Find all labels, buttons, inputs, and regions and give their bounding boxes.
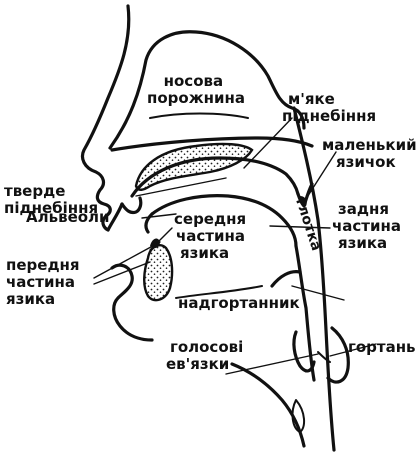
label-soft-palate: м'яке піднебіння [282, 90, 376, 125]
label-uvula: маленький язичок [322, 136, 420, 171]
leader-soft-palate [244, 118, 292, 168]
leader-epiglottis [292, 286, 344, 300]
label-larynx: гортань [348, 338, 416, 356]
epiglottis-flap [272, 272, 300, 286]
label-middle-of-tongue: середня частина язика [174, 210, 251, 262]
head-profile-outline [83, 6, 129, 230]
label-front-of-tongue: передня частина язика [6, 256, 85, 308]
hard-palate-bone [136, 144, 252, 190]
leader-alveoli [142, 214, 176, 218]
label-alveoli: Альвеоли [26, 208, 110, 226]
nasal-conchae [150, 114, 248, 119]
label-nasal-cavity: носова порожнина [147, 72, 245, 107]
lower-incisors [144, 245, 172, 300]
upper-teeth [122, 198, 141, 213]
label-back-of-tongue: задня частина язика [332, 200, 406, 252]
leader-back-tongue [270, 226, 330, 228]
label-epiglottis: надгортанник [178, 294, 300, 312]
label-vocal-cords: голосові ев'язки [166, 338, 249, 373]
